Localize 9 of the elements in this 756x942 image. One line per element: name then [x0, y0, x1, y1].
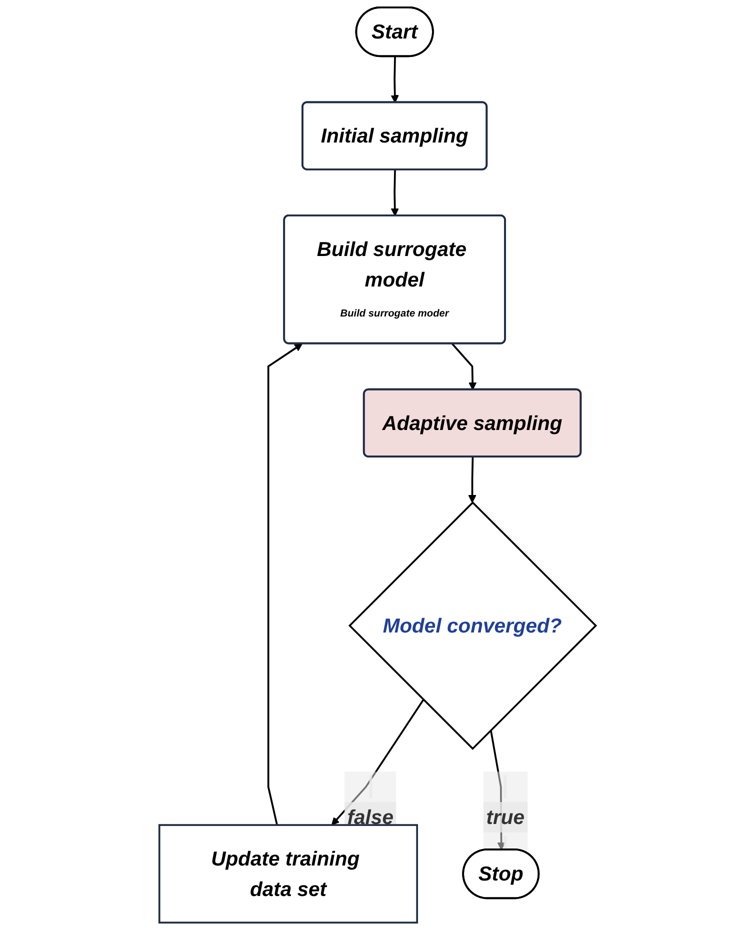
- node-diamond: Model converged?: [348, 501, 598, 750]
- arrow: [468, 456, 477, 503]
- arrow: [452, 343, 478, 390]
- arrow: [268, 343, 303, 826]
- arrow: [391, 170, 400, 216]
- edge-label: true: [486, 806, 525, 829]
- arrow: [391, 56, 400, 103]
- node-box: Update training data set: [158, 824, 418, 924]
- arrow: [332, 699, 425, 826]
